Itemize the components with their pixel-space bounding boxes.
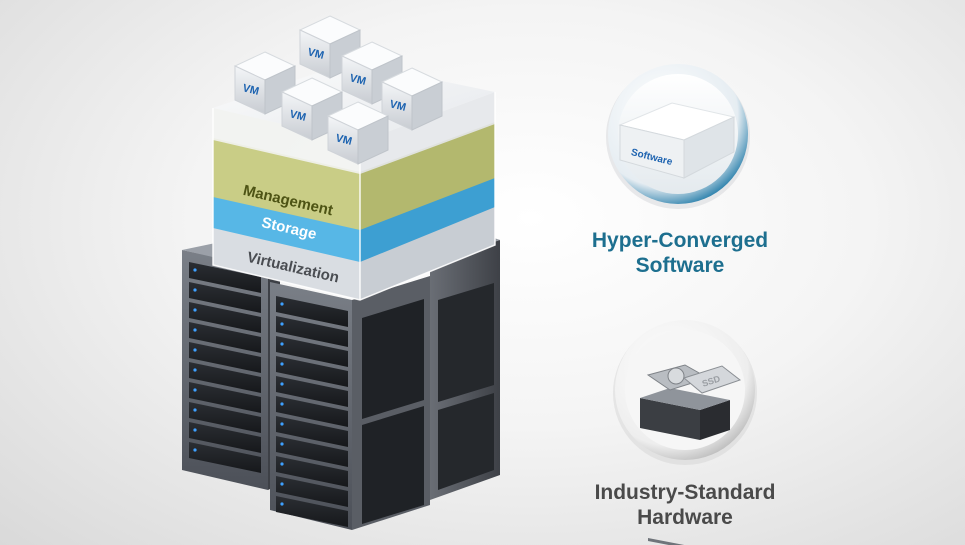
- drive-led: [280, 502, 284, 506]
- drive-led: [280, 302, 284, 306]
- vm-label: VM: [288, 108, 307, 124]
- drive-slot: [189, 442, 261, 473]
- drive-slot: [276, 456, 348, 487]
- vm-cube: VM: [233, 51, 297, 115]
- software-caption: Hyper-Converged Software: [560, 228, 800, 278]
- rack-left: [182, 250, 280, 490]
- hardware-server-icon: [640, 388, 730, 545]
- drive-slot: [276, 416, 348, 447]
- drive-led: [193, 268, 197, 272]
- drive-slot: [189, 382, 261, 413]
- drive-led: [280, 322, 284, 326]
- vm-cube: VM: [340, 41, 404, 105]
- drive-slot: [276, 336, 348, 367]
- drive-slot: [189, 282, 261, 313]
- vm-cube: VM: [298, 15, 362, 79]
- drive-led: [193, 308, 197, 312]
- vm-label: VM: [241, 82, 260, 98]
- vm-label: VM: [334, 132, 353, 148]
- vm-cube-group: VM VM VM VM VM VM: [233, 15, 444, 165]
- drive-led: [280, 362, 284, 366]
- drive-slot: [276, 436, 348, 467]
- drive-slot: [189, 422, 261, 453]
- software-caption-line1: Hyper-Converged: [591, 229, 769, 252]
- storage-layer: [213, 195, 360, 262]
- drive-led: [280, 422, 284, 426]
- drive-slot: [189, 342, 261, 373]
- drive-led: [280, 402, 284, 406]
- drive-led: [280, 482, 284, 486]
- drive-led: [193, 428, 197, 432]
- drive-slot: [276, 356, 348, 387]
- vm-cube: VM: [326, 101, 390, 165]
- drive-slot: [276, 476, 348, 507]
- drive-led: [280, 442, 284, 446]
- drive-slot: [276, 316, 348, 347]
- drive-led: [193, 328, 197, 332]
- ssd-drive-icon: [682, 365, 742, 394]
- drive-slot: [189, 362, 261, 393]
- hardware-caption: Industry-Standard Hardware: [560, 480, 810, 530]
- drive-led: [280, 382, 284, 386]
- rack-center: [270, 282, 352, 530]
- drive-slot: [189, 402, 261, 433]
- rack-middle-side: [352, 276, 430, 530]
- hardware-caption-line2: Hardware: [637, 506, 733, 529]
- drive-led: [193, 368, 197, 372]
- vm-cube: VM: [380, 67, 444, 131]
- management-layer: [213, 138, 360, 230]
- rack-right: [400, 230, 500, 500]
- hardware-badge: SSD: [613, 320, 757, 545]
- software-box-icon: [618, 102, 736, 179]
- drive-led: [193, 288, 197, 292]
- vm-label: VM: [348, 72, 367, 88]
- drive-slot: [189, 302, 261, 333]
- drive-slot: [276, 496, 348, 527]
- drive-slot: [189, 262, 261, 293]
- drive-slot: [276, 296, 348, 327]
- drive-slot: [189, 322, 261, 353]
- vm-label: VM: [388, 98, 407, 114]
- drive-led: [280, 462, 284, 466]
- software-badge: Software: [606, 64, 750, 209]
- vm-label: VM: [306, 46, 325, 62]
- hardware-caption-line1: Industry-Standard: [594, 481, 776, 504]
- software-caption-line2: Software: [635, 254, 725, 277]
- drive-led: [193, 448, 197, 452]
- virtualization-layer: [213, 225, 360, 300]
- drive-led: [193, 348, 197, 352]
- drive-slot: [276, 396, 348, 427]
- drive-led: [280, 342, 284, 346]
- drive-led: [193, 388, 197, 392]
- drive-led: [193, 408, 197, 412]
- drive-slot: [276, 376, 348, 407]
